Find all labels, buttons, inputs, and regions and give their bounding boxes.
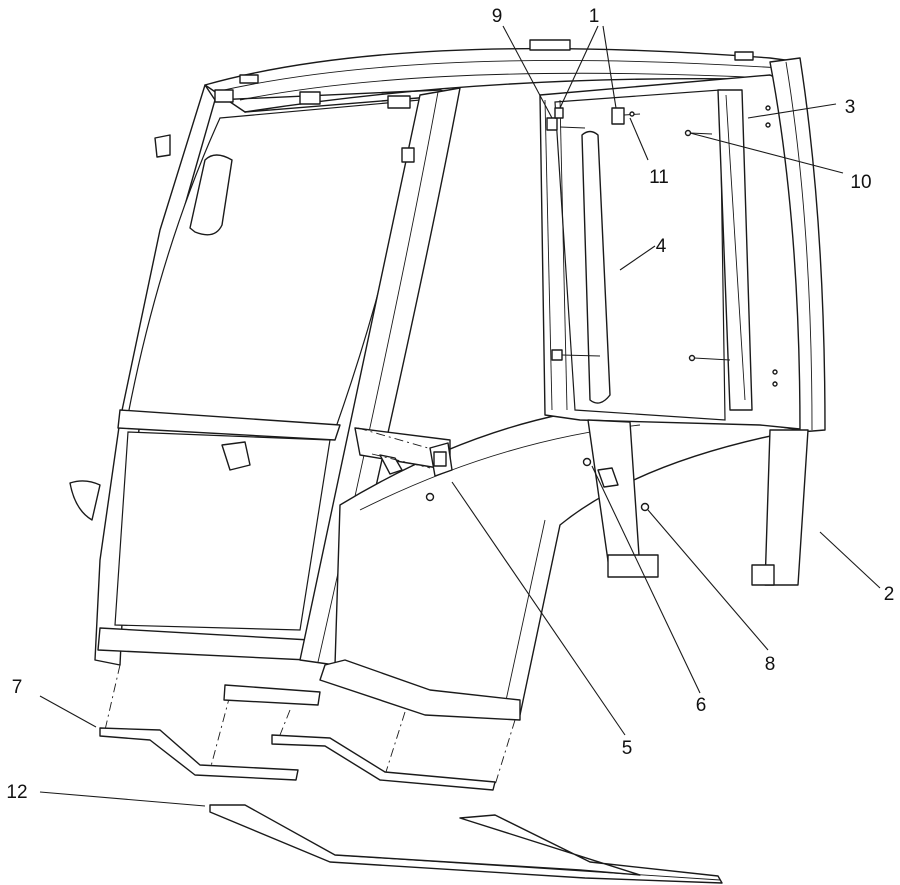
rear-legs <box>587 419 809 586</box>
callout-labels: 1 2 3 4 5 6 7 8 9 10 11 12 <box>6 6 894 803</box>
callout-6: 6 <box>696 695 707 716</box>
callout-1: 1 <box>589 6 600 27</box>
leader-lines <box>39 25 881 807</box>
callout-3: 3 <box>845 97 856 118</box>
callout-7: 7 <box>12 677 23 698</box>
callout-10: 10 <box>850 172 871 193</box>
callout-8: 8 <box>765 654 776 675</box>
callout-11: 11 <box>649 167 669 188</box>
fasteners <box>357 105 778 512</box>
bottom-panels <box>99 664 723 884</box>
callout-5: 5 <box>622 738 633 759</box>
front-lower-section <box>319 404 801 721</box>
callout-12: 12 <box>6 782 27 803</box>
callout-2: 2 <box>884 584 895 605</box>
door-frame <box>69 84 456 666</box>
rear-frame <box>539 57 826 433</box>
callout-4: 4 <box>656 236 667 257</box>
callout-9: 9 <box>492 6 503 27</box>
